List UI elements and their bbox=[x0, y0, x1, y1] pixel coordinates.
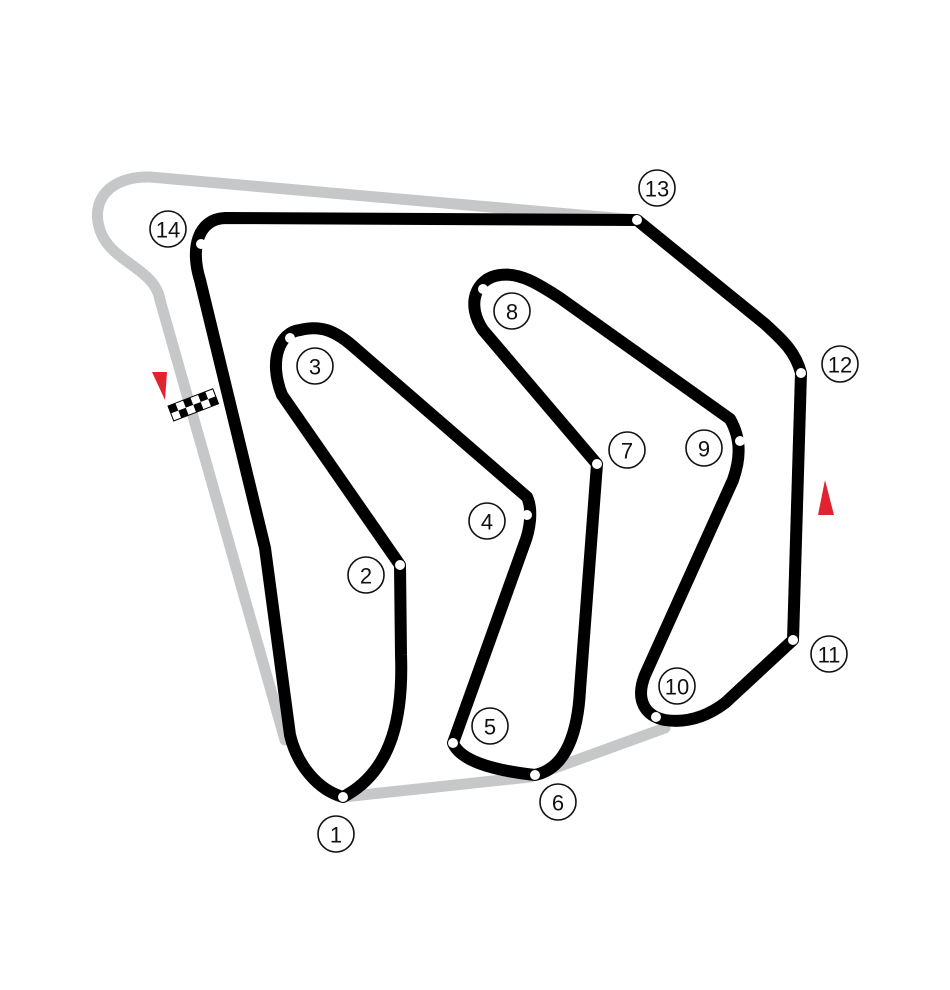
turn-marker-5: 5 bbox=[471, 707, 509, 745]
corner-dot bbox=[196, 239, 206, 249]
corner-dot bbox=[788, 635, 798, 645]
turn-number: 10 bbox=[665, 675, 689, 700]
turn-marker-4: 4 bbox=[468, 502, 506, 540]
turn-marker-11: 11 bbox=[810, 635, 848, 673]
turn-number: 5 bbox=[484, 715, 496, 740]
turn-marker-10: 10 bbox=[658, 667, 696, 705]
turn-number: 6 bbox=[552, 791, 564, 816]
turn-marker-12: 12 bbox=[821, 345, 859, 383]
turn-number: 1 bbox=[330, 823, 342, 848]
corner-dot bbox=[735, 436, 745, 446]
corner-dot bbox=[530, 770, 540, 780]
turn-marker-7: 7 bbox=[608, 431, 646, 469]
turn-number: 9 bbox=[698, 437, 710, 462]
turn-number: 11 bbox=[818, 643, 841, 668]
corner-dot bbox=[651, 712, 661, 722]
start-finish-line bbox=[167, 388, 220, 422]
corner-dot bbox=[522, 510, 532, 520]
corner-dot bbox=[395, 560, 405, 570]
direction-arrow-icon bbox=[152, 372, 167, 400]
turn-marker-8: 8 bbox=[493, 292, 531, 330]
turn-number: 2 bbox=[360, 564, 372, 589]
corner-dot bbox=[285, 333, 295, 343]
corner-dot bbox=[448, 738, 458, 748]
corner-dot bbox=[478, 284, 488, 294]
corner-dot bbox=[592, 459, 602, 469]
turn-marker-2: 2 bbox=[347, 556, 385, 594]
turn-marker-6: 6 bbox=[539, 783, 577, 821]
turn-number: 4 bbox=[481, 510, 493, 535]
corner-dot bbox=[632, 215, 642, 225]
turn-marker-13: 13 bbox=[638, 169, 676, 207]
corner-dots bbox=[196, 215, 806, 802]
corner-dot bbox=[338, 792, 348, 802]
track-outline bbox=[189, 212, 807, 803]
corner-dot bbox=[796, 368, 806, 378]
turn-number: 3 bbox=[309, 355, 321, 380]
turn-number: 12 bbox=[828, 353, 852, 378]
turn-labels: 1 2 3 4 5 6 7 8 9 10 11 12 13 14 bbox=[149, 169, 859, 853]
turn-marker-3: 3 bbox=[296, 347, 334, 385]
direction-arrow-icon bbox=[818, 480, 834, 515]
turn-number: 8 bbox=[506, 300, 518, 325]
turn-marker-1: 1 bbox=[317, 815, 355, 853]
turn-number: 7 bbox=[621, 439, 633, 464]
turn-marker-14: 14 bbox=[149, 210, 187, 248]
turn-number: 14 bbox=[156, 218, 180, 243]
turn-number: 13 bbox=[645, 177, 669, 202]
turn-marker-9: 9 bbox=[685, 429, 723, 467]
